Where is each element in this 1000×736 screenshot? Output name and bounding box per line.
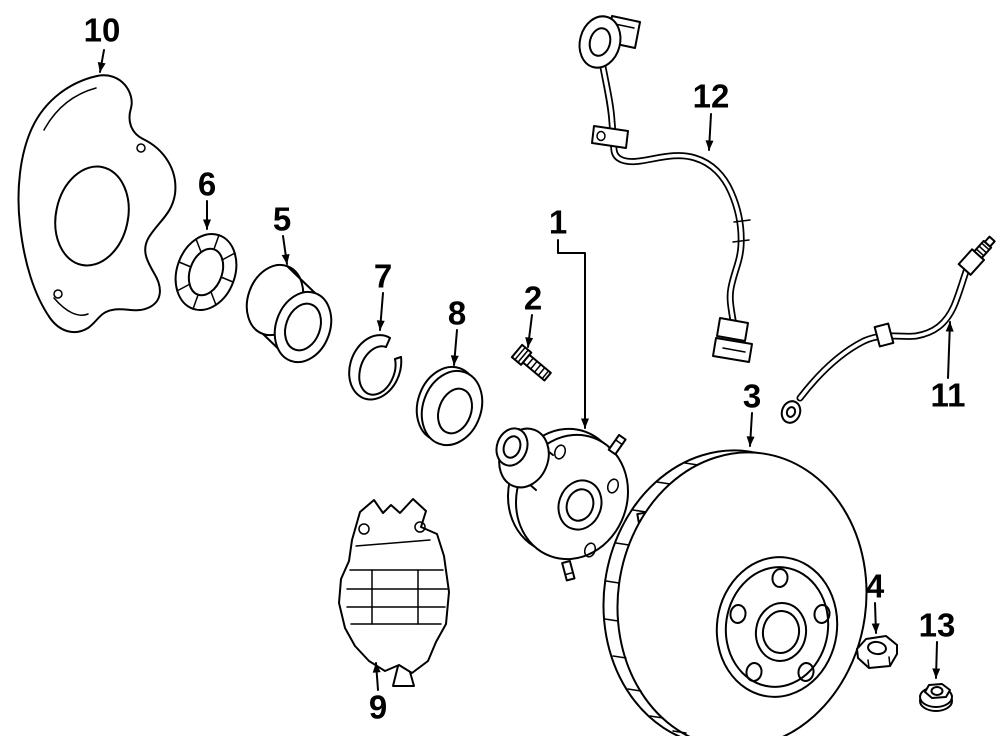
splash-shield-drawing [17, 74, 177, 334]
leader-line-8 [450, 329, 459, 366]
callout-label-brake-hose: 11 [930, 376, 966, 414]
hub-nut-drawing [856, 635, 898, 669]
leader-line-13 [932, 641, 941, 679]
abs-sensor-wire-drawing [578, 15, 753, 363]
callout-label-grease-seal: 8 [447, 294, 467, 332]
callout-label-brake-caliper: 9 [368, 688, 388, 726]
wheel-hub-drawing [495, 427, 658, 582]
grease-seal-drawing [415, 365, 484, 447]
callout-label-hub-nut: 4 [865, 567, 885, 605]
inner-bearing-seal-drawing [174, 233, 238, 311]
callout-label-wheel-stud: 2 [523, 279, 543, 317]
callout-label-splash-shield: 10 [83, 11, 121, 49]
leader-line-7 [376, 292, 385, 331]
brake-hose-drawing [780, 235, 996, 424]
leader-line-5 [281, 235, 290, 265]
leader-lines [97, 49, 954, 691]
brake-caliper-drawing [338, 498, 450, 687]
lock-nut-drawing [919, 683, 953, 712]
leader-line-4 [871, 602, 880, 634]
leader-line-12 [705, 113, 714, 151]
callout-label-wheel-hub: 1 [548, 203, 568, 241]
leader-line-11 [945, 321, 954, 379]
leader-line-2 [525, 314, 534, 348]
leader-line-10 [97, 49, 106, 73]
callout-label-abs-sensor: 12 [692, 77, 730, 115]
snap-ring-drawing [348, 334, 403, 401]
callout-label-snap-ring: 7 [373, 257, 393, 295]
leader-line-9 [372, 662, 381, 691]
leader-line-1 [557, 239, 589, 429]
wheel-stud-drawing [510, 343, 552, 382]
wheel-bearing-drawing [245, 263, 333, 364]
callout-label-wheel-bearing: 5 [272, 200, 292, 238]
leader-line-3 [746, 412, 755, 447]
callout-label-lock-nut: 13 [918, 606, 956, 644]
brake-rotor-drawing [602, 449, 868, 736]
callout-label-inner-seal: 6 [197, 165, 217, 203]
callout-label-brake-rotor: 3 [742, 377, 762, 415]
